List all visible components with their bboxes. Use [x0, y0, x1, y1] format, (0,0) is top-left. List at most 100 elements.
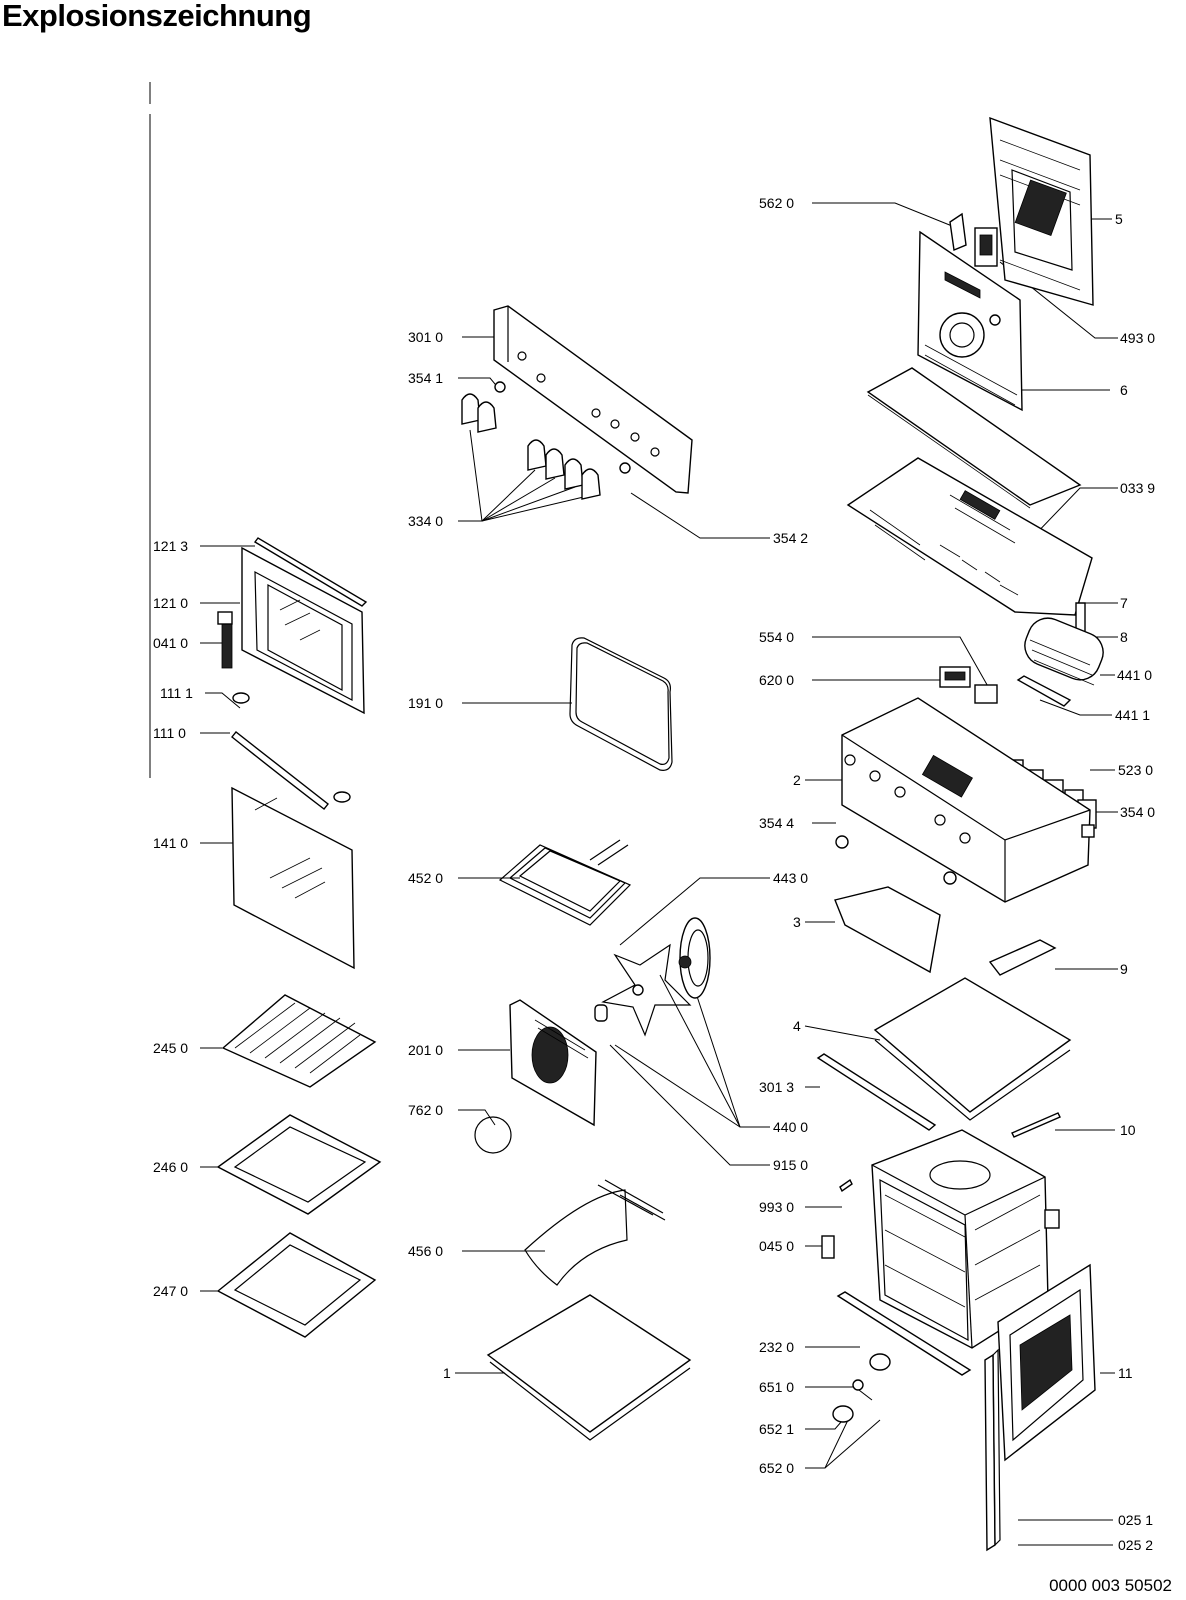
part-456-element — [524, 1179, 666, 1286]
part-493-bracket — [974, 227, 998, 267]
part-652-1-knob — [832, 1405, 854, 1423]
part-334-knobs — [461, 393, 601, 500]
label-652-0: 652 0 — [759, 1460, 795, 1476]
part-191-gasket — [569, 637, 673, 771]
label-652-1: 652 1 — [759, 1421, 795, 1437]
label-354-0: 354 0 — [1120, 804, 1156, 820]
label-041-0: 041 0 — [153, 635, 189, 651]
part-041-hinge — [217, 611, 233, 669]
label-354-1: 354 1 — [408, 370, 444, 386]
part-201-fan-cover — [509, 999, 597, 1127]
label-201-0: 201 0 — [408, 1042, 444, 1058]
part-452-grill — [498, 839, 632, 926]
part-1-bottom-panel — [486, 1294, 692, 1441]
label-452-0: 452 0 — [408, 870, 444, 886]
label-1: 1 — [443, 1365, 451, 1381]
label-232-0: 232 0 — [759, 1339, 795, 1355]
part-2-control-housing — [841, 697, 1091, 903]
part-354-1-bulb — [494, 381, 506, 393]
part-652-0-knob — [869, 1353, 891, 1371]
part-246-tray — [216, 1114, 382, 1215]
label-121-3: 121 3 — [153, 538, 189, 554]
part-301-3-bar — [816, 1053, 937, 1131]
part-247-tray — [216, 1232, 377, 1338]
label-141-0: 141 0 — [153, 835, 189, 851]
part-245-rack — [221, 994, 377, 1088]
label-033-9: 033 9 — [1120, 480, 1156, 496]
label-025-2: 025 2 — [1118, 1537, 1154, 1553]
label-493-0: 493 0 — [1120, 330, 1156, 346]
label-045-0: 045 0 — [759, 1238, 795, 1254]
part-7-top-cover — [846, 457, 1093, 616]
part-915-nut — [594, 1004, 608, 1022]
label-993-0: 993 0 — [759, 1199, 795, 1215]
label-247-0: 247 0 — [153, 1283, 189, 1299]
label-4: 4 — [793, 1018, 801, 1034]
part-11-side-frame — [997, 1263, 1096, 1462]
part-121-door-frame — [241, 546, 365, 715]
label-620-0: 620 0 — [759, 672, 795, 688]
label-523-0: 523 0 — [1118, 762, 1154, 778]
part-441-motor — [1024, 617, 1104, 686]
label-246-0: 246 0 — [153, 1159, 189, 1175]
label-3: 3 — [793, 914, 801, 930]
part-554-switch — [974, 684, 998, 704]
part-354-2-bulb — [619, 462, 631, 474]
label-354-2: 354 2 — [773, 530, 809, 546]
label-334-0: 334 0 — [408, 513, 444, 529]
part-111-1-cap — [232, 692, 250, 704]
part-441-1-strip — [1016, 675, 1072, 707]
part-141-glass — [231, 786, 355, 970]
label-2: 2 — [793, 772, 801, 788]
leader-lines — [200, 202, 1118, 1546]
part-121-3-strip — [253, 537, 368, 607]
label-025-1: 025 1 — [1118, 1512, 1154, 1528]
label-554-0: 554 0 — [759, 629, 795, 645]
label-7: 7 — [1120, 595, 1128, 611]
label-191-0: 191 0 — [408, 695, 444, 711]
part-6-control-back — [917, 230, 1023, 412]
label-121-0: 121 0 — [153, 595, 189, 611]
label-111-0: 111 0 — [153, 725, 186, 741]
label-562-0: 562 0 — [759, 195, 795, 211]
label-915-0: 915 0 — [773, 1157, 809, 1173]
part-10-rod — [1011, 1112, 1061, 1138]
part-354-0-bulb — [1081, 824, 1095, 838]
part-4-tray — [873, 977, 1072, 1121]
label-441-0: 441 0 — [1117, 667, 1153, 683]
part-3-bracket — [834, 886, 941, 974]
part-762-ring — [474, 1116, 512, 1154]
label-301-0: 301 0 — [408, 329, 444, 345]
part-033-strip — [866, 367, 1082, 506]
document-number: 0000 003 50502 — [1049, 1576, 1172, 1595]
page-title: Explosionszeichnung — [2, 0, 312, 33]
label-440-0: 440 0 — [773, 1119, 809, 1135]
part-440-fan-motor — [678, 917, 711, 999]
label-9: 9 — [1120, 961, 1128, 977]
part-443-fan — [601, 943, 692, 1037]
label-456-0: 456 0 — [408, 1243, 444, 1259]
label-301-3: 301 3 — [759, 1079, 795, 1095]
label-5: 5 — [1115, 211, 1123, 227]
label-762-0: 762 0 — [408, 1102, 444, 1118]
label-443-0: 443 0 — [773, 870, 809, 886]
label-111-1: 111 1 — [160, 685, 193, 701]
label-245-0: 245 0 — [153, 1040, 189, 1056]
label-354-4: 354 4 — [759, 815, 795, 831]
part-651-bulb — [852, 1379, 864, 1391]
part-111-0-handle — [231, 731, 329, 810]
label-651-0: 651 0 — [759, 1379, 795, 1395]
part-562-clip — [949, 212, 967, 251]
part-354-4-bulb — [835, 835, 849, 849]
oven-cavity — [871, 1129, 1060, 1349]
part-045-latch — [821, 1235, 835, 1259]
part-993-screw — [839, 1178, 853, 1193]
part-301-control-strip — [493, 305, 693, 494]
label-441-1: 441 1 — [1115, 707, 1151, 723]
label-6: 6 — [1120, 382, 1128, 398]
label-10: 10 — [1120, 1122, 1136, 1138]
part-232-rail — [836, 1291, 972, 1376]
label-11: 11 — [1118, 1365, 1133, 1381]
part-9-strip — [988, 939, 1057, 976]
